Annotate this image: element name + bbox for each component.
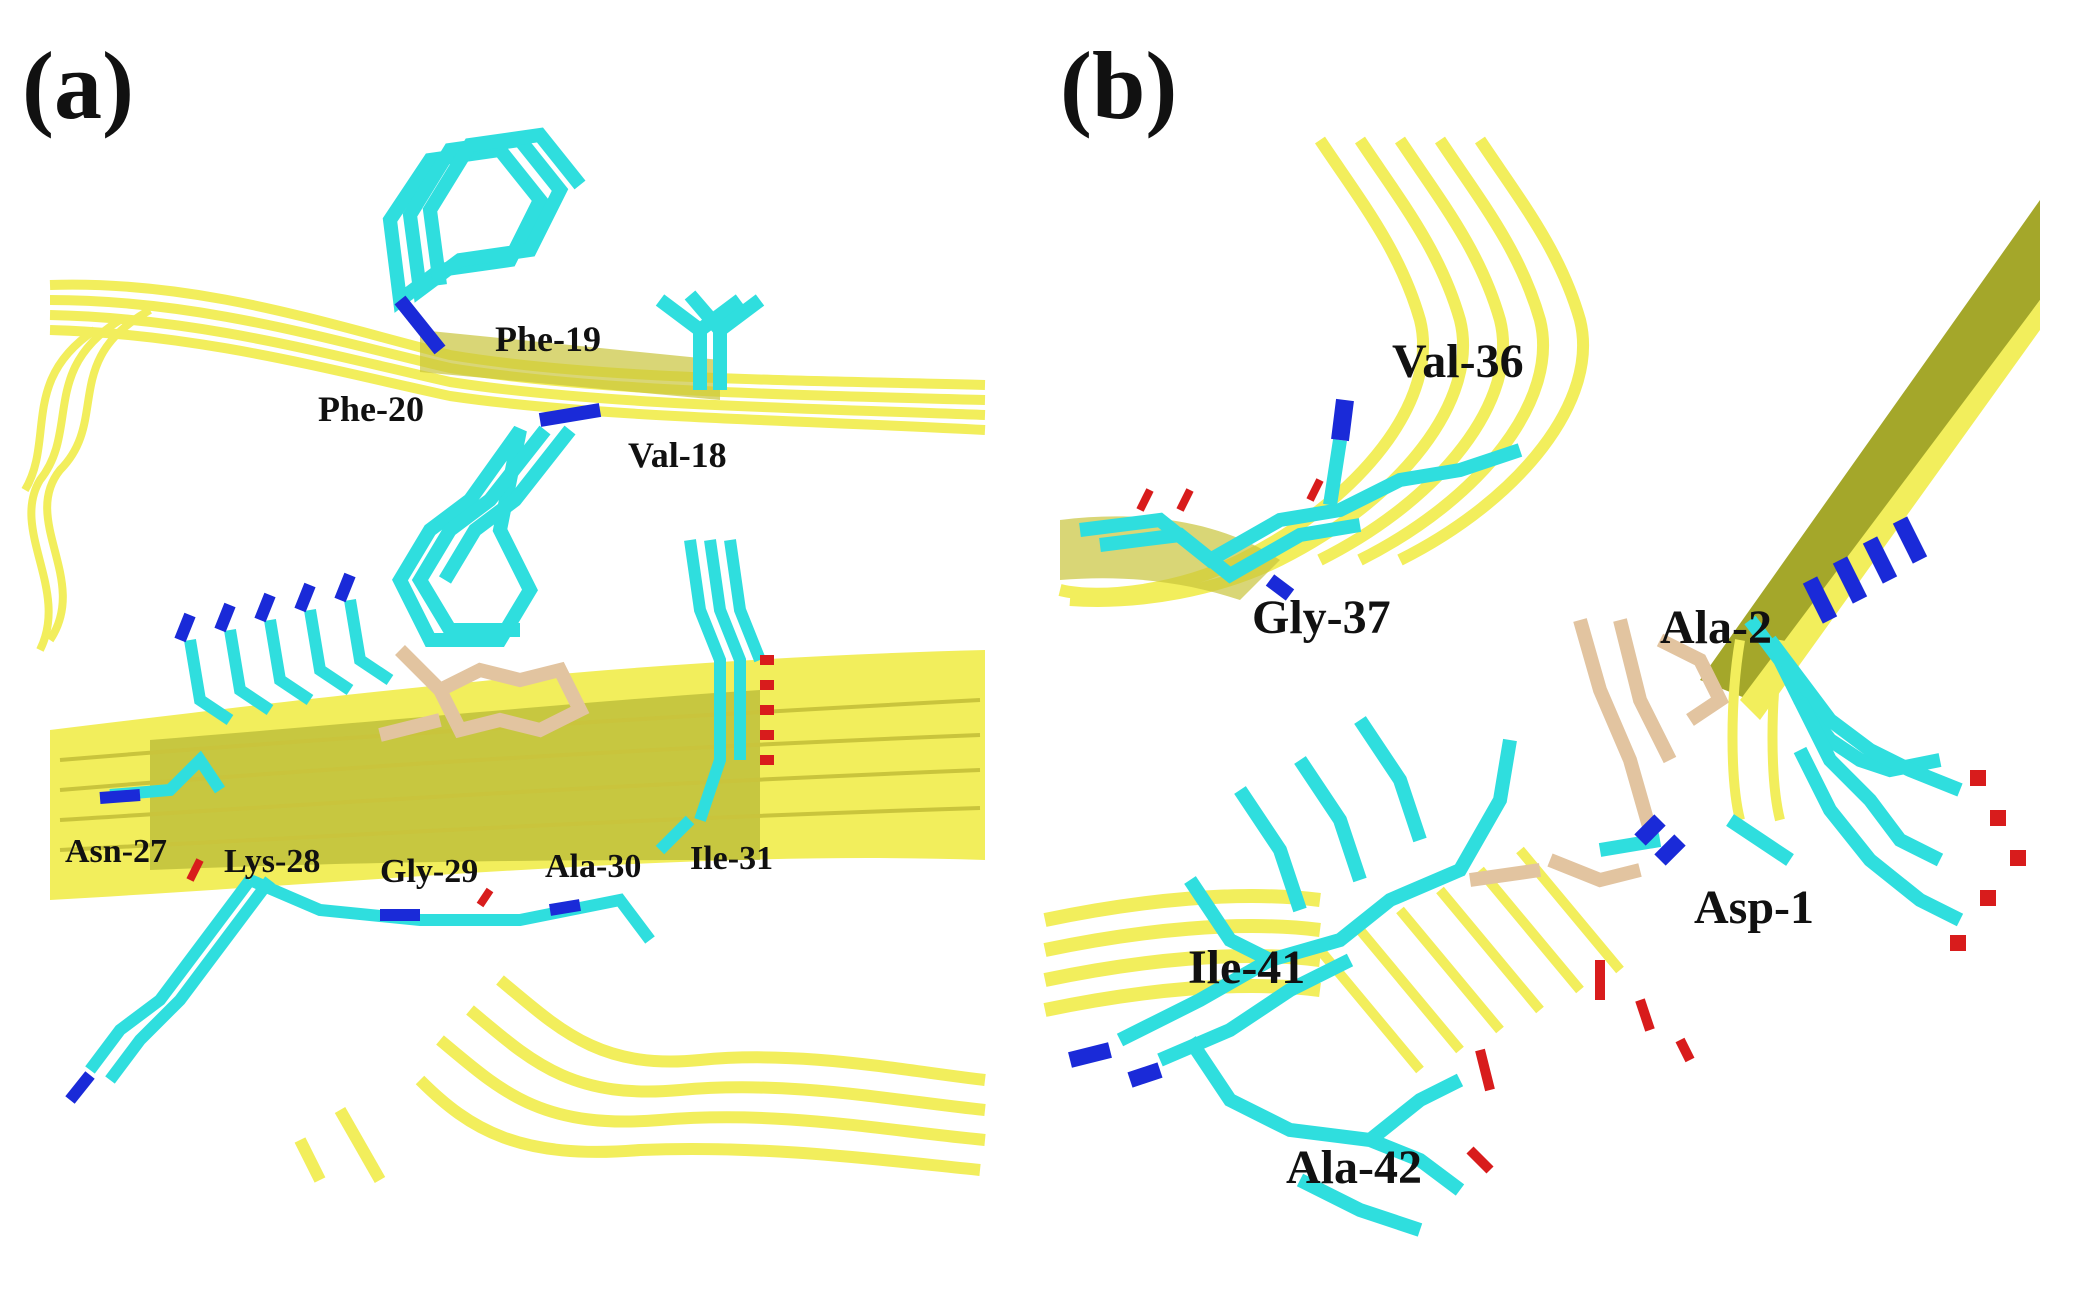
panel-a-lys28-chain — [85, 874, 655, 1084]
panel-a-ile31 — [655, 539, 766, 855]
panel-b-lower-sheet — [1043, 889, 1321, 1017]
panel-b-molecule-render — [1043, 136, 2040, 1237]
panel-b-ala2-asp1 — [1598, 615, 1964, 927]
panel-b: (b) — [1040, 0, 2080, 1298]
panel-a: (a) — [21, 32, 986, 1183]
label-gly-37: Gly-37 — [1252, 591, 1391, 644]
label-phe-20: Phe-20 — [318, 389, 424, 429]
panel-b-ile41-ala42 — [1116, 716, 1517, 1237]
label-lys-28: Lys-28 — [224, 843, 321, 880]
panel-b-letter: (b) — [1060, 32, 1178, 139]
panel-a-molecule-render — [21, 127, 986, 1183]
panel-a-val18 — [655, 290, 765, 390]
panel-b-val36-gly37 — [1079, 438, 1523, 584]
panel-a-ligand — [378, 645, 590, 742]
panel-b-top-ribbons — [1058, 136, 1590, 607]
panel-b-right-sheet — [1700, 200, 2040, 700]
label-ala-30: Ala-30 — [545, 848, 642, 885]
label-phe-19: Phe-19 — [495, 319, 601, 359]
label-ala-42: Ala-42 — [1286, 1141, 1422, 1194]
label-ile-31: Ile-31 — [690, 840, 774, 877]
panel-a-letter: (a) — [22, 32, 134, 139]
label-asn-27: Asn-27 — [65, 833, 168, 870]
label-val-18: Val-18 — [628, 435, 727, 475]
panel-a-phe20-ring — [392, 425, 576, 647]
label-val-36: Val-36 — [1392, 335, 1524, 388]
panel-a-left-sidechains — [109, 599, 394, 801]
label-gly-29: Gly-29 — [380, 853, 479, 890]
panel-a-phe19-ring — [382, 127, 586, 313]
label-ala-2: Ala-2 — [1660, 601, 1772, 654]
label-asp-1: Asp-1 — [1694, 881, 1815, 934]
label-ile-41: Ile-41 — [1188, 941, 1306, 994]
panel-b-ligand — [1469, 618, 1730, 888]
panel-a-lower-sheet — [50, 650, 985, 900]
